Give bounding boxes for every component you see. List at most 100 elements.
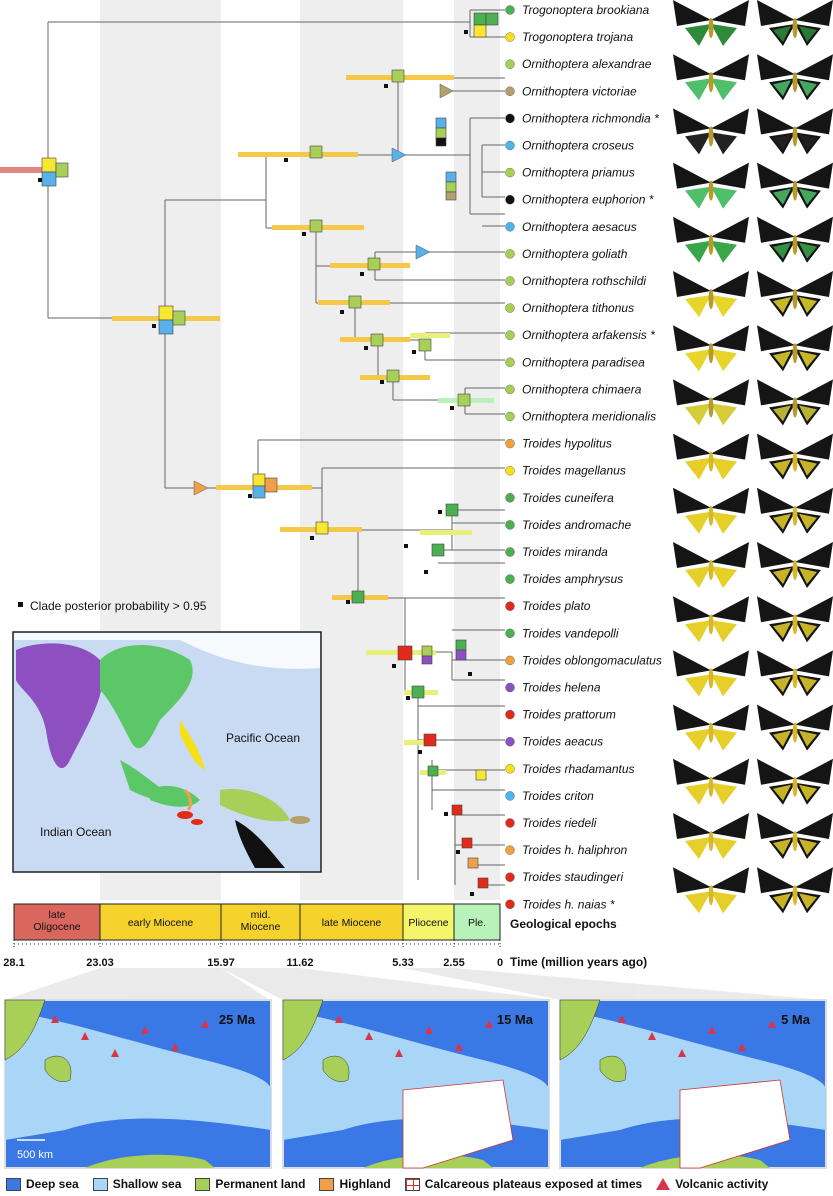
taxon-label: Troides amphrysus <box>522 572 623 586</box>
volcano-icon <box>485 1020 493 1028</box>
butterfly-image <box>757 813 833 859</box>
volcano-icon <box>425 1026 433 1034</box>
taxon-label: Troides hypolitus <box>522 437 612 451</box>
tip-dot <box>505 222 515 232</box>
taxon-label: Ornithoptera arfakensis * <box>522 328 655 342</box>
epoch-label: mid.Miocene <box>241 909 281 933</box>
posterior-legend-marker <box>18 602 23 607</box>
tip-dot <box>505 5 515 15</box>
time-tick-label: 0 <box>497 957 503 969</box>
volcano-icon <box>111 1049 119 1057</box>
tip-dot <box>505 493 515 503</box>
posterior-markers <box>38 30 474 896</box>
taxon-label: Troides magellanus <box>522 464 626 478</box>
time-tick-label: 28.1 <box>3 957 24 969</box>
volcano-icon <box>618 1015 626 1023</box>
butterfly-image <box>673 54 749 101</box>
volcano-icon <box>395 1049 403 1057</box>
taxon-label: Troides oblongomaculatus <box>522 653 662 667</box>
paleomap-panel: 5 Ma <box>559 999 827 1169</box>
taxon-label: Troides andromache <box>522 518 631 532</box>
taxon-label: Troides h. haliphron <box>522 843 627 857</box>
epoch-box: mid.Miocene <box>220 903 301 941</box>
paleomap-panel: 25 Ma 500 km <box>4 999 272 1169</box>
butterfly-image <box>757 271 833 317</box>
tip-dot <box>505 438 515 449</box>
butterfly-image <box>673 813 749 859</box>
taxon-label: Trogonoptera trojana <box>522 30 634 44</box>
taxon-label: Troides rhadamantus <box>522 762 635 776</box>
paleomaps: 25 Ma 500 km 15 Ma 5 Ma <box>4 999 827 1169</box>
epoch-box: Ple. <box>453 903 501 941</box>
taxon-label: Ornithoptera priamus <box>522 166 635 180</box>
volcano-icon <box>81 1032 89 1040</box>
butterfly-image <box>673 216 749 263</box>
epochs-title: Geological epochs <box>510 917 617 931</box>
permanent-land-swatch <box>195 1177 211 1191</box>
butterfly-image <box>757 867 833 914</box>
taxon-label: Ornithoptera paradisea <box>522 355 645 369</box>
butterfly-image <box>757 542 833 588</box>
highland-swatch <box>319 1177 335 1191</box>
tip-dot <box>505 764 515 774</box>
time-tick-label: 23.03 <box>86 957 114 969</box>
butterfly-image <box>673 867 749 914</box>
time-tick-label: 2.55 <box>443 957 464 969</box>
scale-bar-label: 500 km <box>17 1149 53 1161</box>
butterfly-image <box>673 758 749 805</box>
time-tick-label: 5.33 <box>392 957 413 969</box>
legend-volcanic: Volcanic activity <box>656 1177 768 1191</box>
calcareous-swatch <box>404 1177 420 1191</box>
tip-dot <box>505 466 515 476</box>
butterfly-image <box>757 216 833 263</box>
butterfly-image <box>757 704 833 751</box>
butterfly-image <box>757 162 833 209</box>
butterfly-image <box>757 0 833 46</box>
taxon-label: Troides riedeli <box>522 816 597 830</box>
butterfly-image <box>673 0 749 46</box>
tip-dot <box>505 682 515 693</box>
taxon-label: Troides miranda <box>522 545 608 559</box>
paleomap-age-label: 15 Ma <box>497 1012 534 1027</box>
paleomap-age-label: 5 Ma <box>781 1012 811 1027</box>
tip-dot <box>505 845 515 855</box>
tip-dot <box>505 411 515 422</box>
taxon-label: Troides staudingeri <box>522 870 623 884</box>
pacific-ocean-label: Pacific Ocean <box>226 731 300 745</box>
tip-dot <box>505 818 515 828</box>
taxon-label: Troides aeacus <box>522 735 603 749</box>
posterior-legend-text: Clade posterior probability > 0.95 <box>30 599 207 613</box>
legend-highland: Highland <box>319 1177 391 1191</box>
shallow-sea-swatch <box>92 1177 108 1191</box>
butterfly-image <box>673 487 749 534</box>
legend-shallow-sea: Shallow sea <box>92 1177 181 1191</box>
time-title: Time (million years ago) <box>510 955 647 969</box>
taxon-label: Troides criton <box>522 789 594 803</box>
time-tick-label: 11.62 <box>287 957 314 969</box>
indian-ocean-label: Indian Ocean <box>40 825 111 839</box>
taxon-label: Ornithoptera tithonus <box>522 301 634 315</box>
epoch-box: Pliocene <box>402 903 455 941</box>
volcano-icon <box>171 1043 179 1051</box>
tip-dot <box>505 330 515 340</box>
tip-dot <box>505 32 515 42</box>
taxon-label: Ornithoptera meridionalis <box>522 410 656 424</box>
volcano-icon <box>201 1020 209 1028</box>
paleomap-age-label: 25 Ma <box>219 1012 256 1027</box>
butterfly-image <box>757 379 833 426</box>
taxon-label: Ornithoptera goliath <box>522 247 628 261</box>
taxon-label: Troides prattorum <box>522 708 616 722</box>
tip-dot <box>505 276 515 286</box>
tip-dot <box>505 574 515 584</box>
butterfly-images <box>673 0 833 914</box>
tip-dot <box>505 59 515 69</box>
butterfly-image <box>757 325 833 372</box>
butterfly-image <box>673 108 749 155</box>
taxon-label: Troides helena <box>522 681 601 695</box>
volcano-icon <box>738 1043 746 1051</box>
epoch-label: Pliocene <box>408 917 448 929</box>
